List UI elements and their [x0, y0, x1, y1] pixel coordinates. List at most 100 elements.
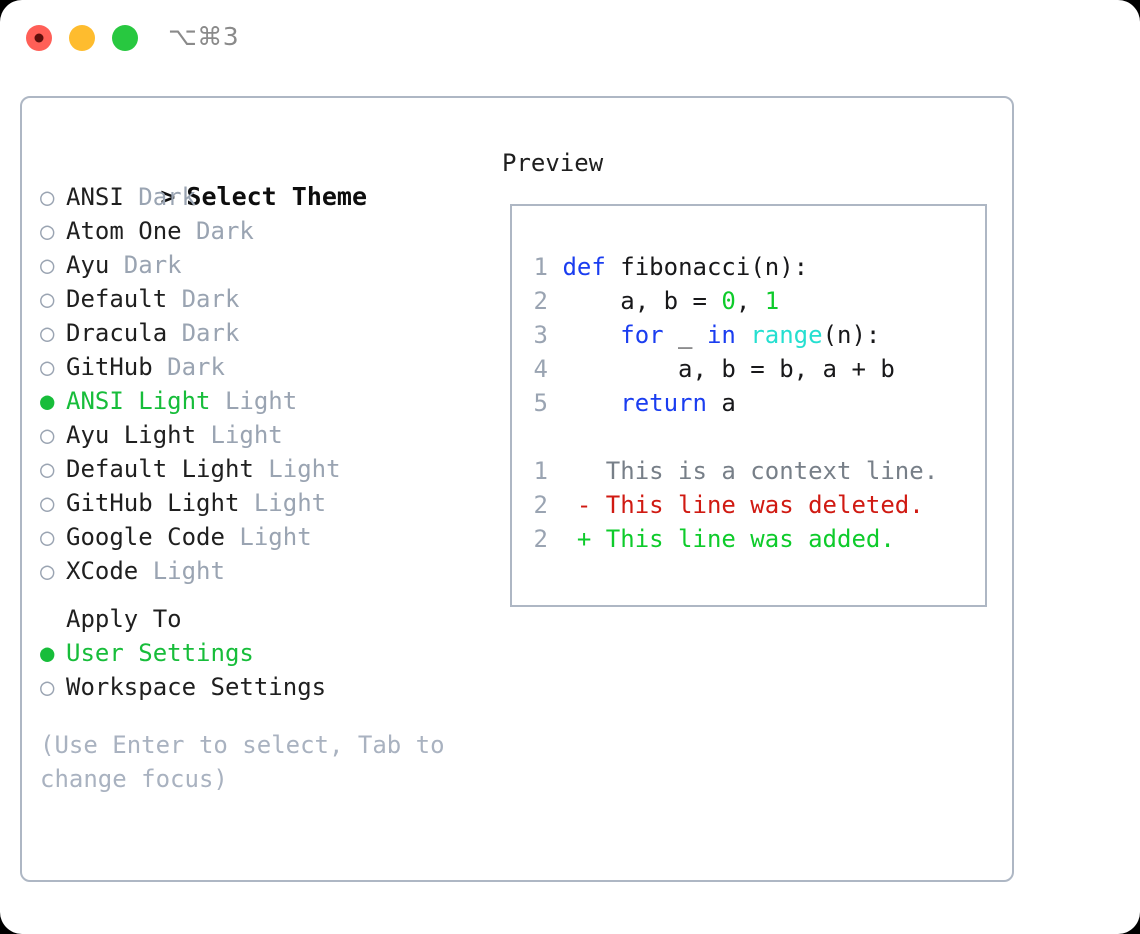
theme-list-item[interactable]: ○Ayu Light Light: [40, 418, 490, 452]
theme-name: Dracula: [66, 319, 182, 347]
apply-to-label: User Settings: [66, 639, 254, 667]
code-line: 5 return a: [524, 386, 938, 420]
code-token: in: [706, 321, 736, 349]
code-token: (n):: [822, 321, 881, 349]
theme-list-item[interactable]: ○ XCode Light: [40, 554, 490, 588]
theme-picker-header: > Select Theme: [40, 146, 490, 211]
radio-unselected-icon[interactable]: ○: [40, 353, 55, 381]
code-token: [562, 389, 620, 417]
theme-variant-badge: Dark: [138, 183, 197, 211]
radio-unselected-icon[interactable]: ○: [40, 251, 55, 279]
code-token: fibonacci: [620, 253, 751, 281]
preview-title: Preview: [502, 149, 604, 177]
diff-marker: -: [576, 491, 592, 519]
theme-name: Atom One: [66, 217, 197, 245]
code-token: a: [706, 389, 736, 417]
theme-variant-badge: Dark: [167, 353, 225, 381]
theme-list-item[interactable]: ○ GitHub Dark: [40, 350, 490, 384]
code-line: 4 a, b = b, a + b: [524, 352, 938, 386]
window-controls: [26, 25, 138, 51]
code-token: _: [663, 321, 707, 349]
close-button[interactable]: [26, 25, 52, 51]
code-line: 2 a, b = 0, 1: [524, 284, 938, 318]
theme-list-item[interactable]: ○ANSI Dark: [40, 180, 490, 214]
preview-divider: [524, 420, 938, 454]
radio-selected-icon[interactable]: ●: [40, 639, 55, 667]
code-token: a, b = b, a + b: [562, 355, 895, 383]
theme-name: GitHub Light: [66, 489, 254, 517]
radio-unselected-icon[interactable]: ○: [40, 421, 55, 449]
diff-line: 2 + This line was added.: [524, 522, 938, 556]
theme-variant-badge: Light: [210, 421, 283, 449]
theme-list-item[interactable]: ○ Ayu Dark: [40, 248, 490, 282]
radio-unselected-icon[interactable]: ○: [40, 183, 55, 211]
diff-text: This line was added.: [591, 525, 895, 553]
line-number: 3: [533, 321, 548, 349]
apply-to-option[interactable]: ○ Workspace Settings: [40, 670, 490, 704]
prompt-caret-icon: >: [160, 182, 176, 211]
theme-list-item[interactable]: ○ Default Light Light: [40, 452, 490, 486]
diff-text: This is a context line.: [591, 457, 939, 485]
line-number: 2: [533, 491, 548, 519]
radio-unselected-icon[interactable]: ○: [40, 673, 55, 701]
radio-unselected-icon[interactable]: ○: [40, 557, 55, 585]
code-token: return: [620, 389, 707, 417]
theme-list-item[interactable]: ●ANSI Light Light: [40, 384, 490, 418]
radio-unselected-icon[interactable]: ○: [40, 455, 55, 483]
radio-unselected-icon[interactable]: ○: [40, 489, 55, 517]
apply-to-list: ● User Settings ○ Workspace Settings: [40, 636, 490, 704]
zoom-button[interactable]: [112, 25, 138, 51]
theme-variant-badge: Dark: [181, 319, 240, 347]
theme-name: GitHub: [66, 353, 168, 381]
code-token: for: [620, 321, 664, 349]
radio-unselected-icon[interactable]: ○: [40, 319, 55, 347]
code-token: [606, 253, 620, 281]
theme-name: Ayu: [66, 251, 124, 279]
theme-name: Default Light: [66, 455, 269, 483]
theme-name: Default: [66, 285, 182, 313]
title-bar: ⌥⌘3: [0, 0, 1140, 78]
minimize-button[interactable]: [69, 25, 95, 51]
line-number: 5: [533, 389, 548, 417]
theme-variant-badge: Light: [152, 557, 225, 585]
code-token: 1: [764, 287, 780, 315]
preview-pane: Preview 1 def fibonacci(n):2 a, b = 0, 1…: [502, 146, 1002, 607]
diff-line: 2 - This line was deleted.: [524, 488, 938, 522]
theme-list-item[interactable]: ○Atom One Dark: [40, 214, 490, 248]
radio-unselected-icon[interactable]: ○: [40, 285, 55, 313]
theme-name: Google Code: [66, 523, 240, 551]
theme-list-item[interactable]: ○ Default Dark: [40, 282, 490, 316]
radio-unselected-icon[interactable]: ○: [40, 523, 55, 551]
theme-list-item[interactable]: ○ GitHub Light Light: [40, 486, 490, 520]
radio-unselected-icon[interactable]: ○: [40, 217, 55, 245]
theme-variant-badge: Dark: [123, 251, 182, 279]
apply-to-title: Apply To: [66, 605, 182, 633]
radio-selected-icon[interactable]: ●: [40, 387, 55, 415]
line-number: 4: [533, 355, 548, 383]
main-panel: >Select Theme ○ANSI Dark○Atom One Dark○A…: [20, 96, 1014, 882]
theme-list-item[interactable]: ○ Dracula Dark: [40, 316, 490, 350]
diff-marker: +: [576, 525, 592, 553]
theme-variant-badge: Light: [224, 387, 298, 415]
apply-to-label: Workspace Settings: [66, 673, 327, 701]
theme-list-item[interactable]: ○ Google Code Light: [40, 520, 490, 554]
theme-variant-badge: Light: [239, 523, 312, 551]
diff-marker: [577, 457, 591, 485]
code-token: range: [750, 321, 823, 349]
line-number: 1: [533, 457, 548, 485]
theme-variant-badge: Dark: [181, 285, 240, 313]
code-token: 0: [721, 287, 736, 315]
page-title: Select Theme: [186, 182, 368, 211]
line-number: 2: [533, 525, 548, 553]
apply-to-option[interactable]: ● User Settings: [40, 636, 490, 670]
keyboard-hint: (Use Enter to select, Tab to change focu…: [40, 731, 460, 793]
theme-list: ○ANSI Dark○Atom One Dark○Ayu Dark○Defaul…: [40, 180, 490, 588]
code-token: a, b =: [562, 287, 722, 315]
theme-name: XCode: [66, 557, 153, 585]
theme-variant-badge: Light: [253, 489, 327, 517]
diff-line: 1 This is a context line.: [524, 454, 939, 488]
theme-variant-badge: Light: [268, 455, 341, 483]
code-token: (n):: [750, 253, 809, 281]
